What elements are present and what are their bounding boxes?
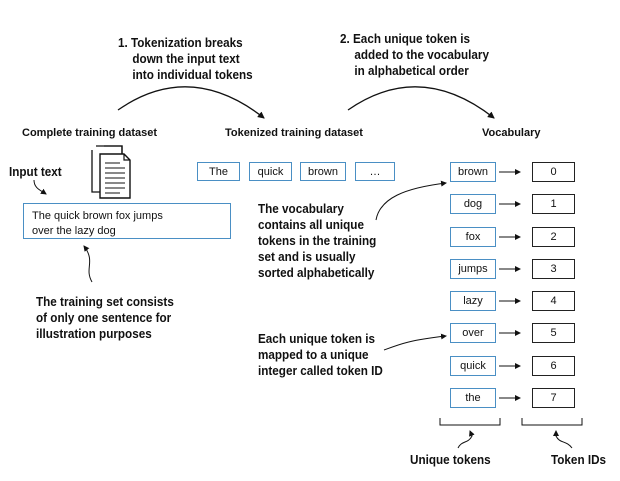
training-set-note: The training set consists of only one se… [36,294,174,341]
input-text-box: The quick brown fox jumps over the lazy … [23,203,231,239]
training-note-pointer [83,245,93,283]
step2-arrow [347,86,495,119]
token-id: 7 [532,388,575,408]
input-label-arrow [33,179,47,195]
document-icon [91,145,131,199]
token-id: 5 [532,323,575,343]
token-id: 3 [532,259,575,279]
vocab-token: fox [450,227,496,247]
vocab-note-pointer [375,180,447,221]
token-ids-bracket [521,418,583,426]
vocab-row-arrows [499,169,521,401]
unique-tokens-label: Unique tokens [410,452,491,467]
vocabulary-heading: Vocabulary [482,127,541,139]
dataset-heading: Complete training dataset [22,127,158,139]
mapping-note-pointer [383,333,447,351]
token-ids-label: Token IDs [551,452,607,467]
vocab-token: quick [450,356,496,376]
tokenized-heading: Tokenized training dataset [225,127,363,139]
token-id: 4 [532,291,575,311]
input-text-label: Input text [9,164,62,179]
token-box: … [355,162,395,181]
token-box: The [197,162,240,181]
vocabulary-note: The vocabulary contains all unique token… [258,201,377,280]
token-ids-squiggle [553,430,573,449]
vocab-token: brown [450,162,496,182]
vocab-token: the [450,388,496,408]
unique-tokens-squiggle [457,430,475,449]
token-id: 6 [532,356,575,376]
step1-arrow [117,86,265,119]
step2-annotation: 2. Each unique token is added to the voc… [340,31,489,78]
token-id: 2 [532,227,575,247]
token-id: 1 [532,194,575,214]
token-id: 0 [532,162,575,182]
unique-tokens-bracket [439,418,501,426]
step1-annotation: 1. Tokenization breaks down the input te… [118,35,253,82]
vocab-token: jumps [450,259,496,279]
vocab-token: lazy [450,291,496,311]
token-box: quick [249,162,292,181]
token-id-mapping-note: Each unique token is mapped to a unique … [258,331,383,378]
token-box: brown [300,162,346,181]
vocab-token: dog [450,194,496,214]
vocab-token: over [450,323,496,343]
